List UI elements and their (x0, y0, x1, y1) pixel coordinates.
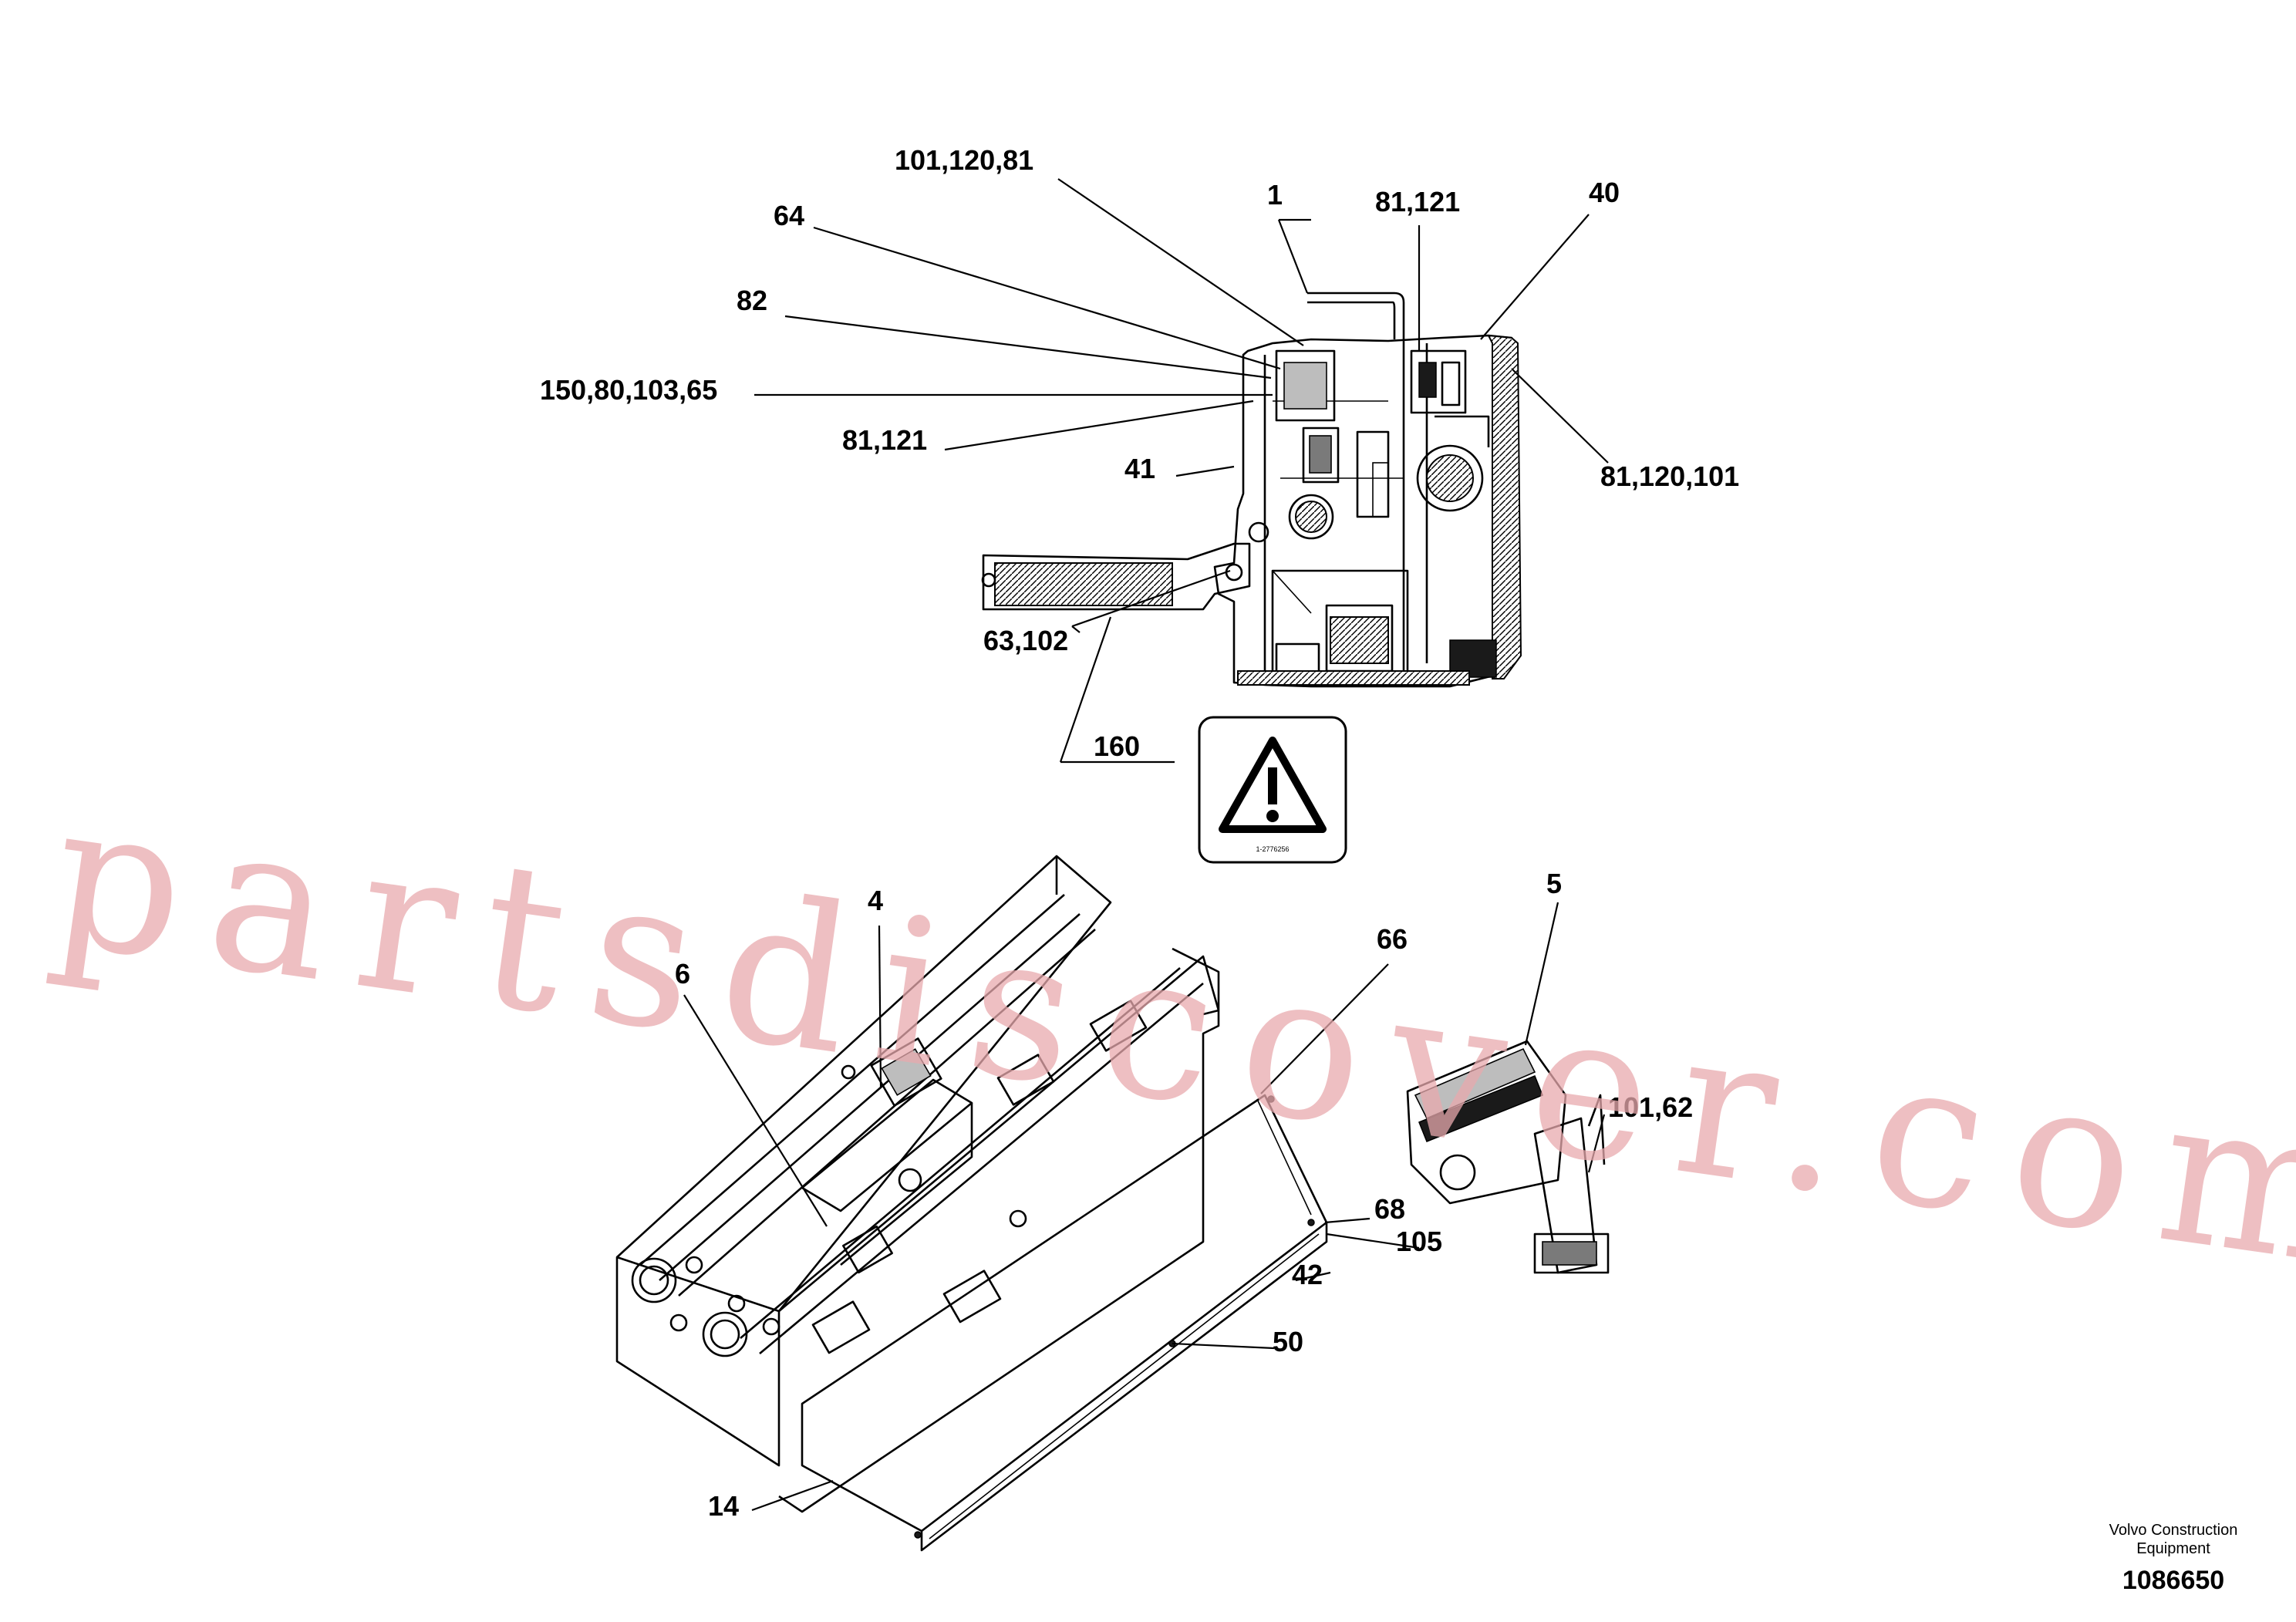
callout-101-62: 101,62 (1608, 1091, 1693, 1123)
brand-line2: Equipment (2136, 1540, 2210, 1557)
callout-81-121-top: 81,121 (1375, 186, 1460, 218)
callout-66: 66 (1377, 923, 1408, 955)
callout-105: 105 (1396, 1226, 1442, 1257)
brand-line1: Volvo Construction (2109, 1522, 2238, 1539)
upper-leader-lines (754, 178, 1609, 764)
callout-41: 41 (1124, 453, 1155, 484)
warning-sign: 1-2776256 (1198, 716, 1347, 864)
callout-81-120-101: 81,120,101 (1600, 460, 1739, 492)
lower-assembly-drawing (615, 855, 1328, 1552)
warning-sign-code: 1-2776256 (1256, 845, 1289, 853)
upper-assembly-drawing (981, 292, 1522, 688)
callout-160: 160 (1094, 730, 1140, 762)
callout-labels: 101,120,81 64 1 81,121 40 82 150,80,103,… (540, 144, 1739, 1522)
callout-150-80-103-65: 150,80,103,65 (540, 374, 717, 406)
callout-82: 82 (737, 285, 767, 316)
lower-leader-lines (683, 902, 1606, 1512)
warning-triangle-icon (1219, 737, 1327, 833)
callout-64: 64 (774, 200, 804, 231)
callout-81-121-left: 81,121 (842, 424, 927, 456)
callout-68: 68 (1374, 1193, 1405, 1225)
callout-4: 4 (868, 885, 883, 916)
callout-101-120-81: 101,120,81 (895, 144, 1033, 176)
callout-1: 1 (1267, 179, 1283, 211)
callout-6: 6 (675, 958, 690, 990)
callout-5: 5 (1546, 868, 1562, 899)
callout-50: 50 (1273, 1326, 1303, 1357)
callout-14: 14 (708, 1490, 739, 1522)
callout-40: 40 (1589, 177, 1620, 208)
footer-block: Volvo Construction Equipment 1086650 (2109, 1522, 2238, 1595)
callout-42: 42 (1292, 1259, 1323, 1290)
watermark-text: partsdiscover.com (39, 757, 2296, 1315)
drawing-number: 1086650 (2122, 1566, 2224, 1595)
callout-63-102: 63,102 (983, 625, 1068, 656)
